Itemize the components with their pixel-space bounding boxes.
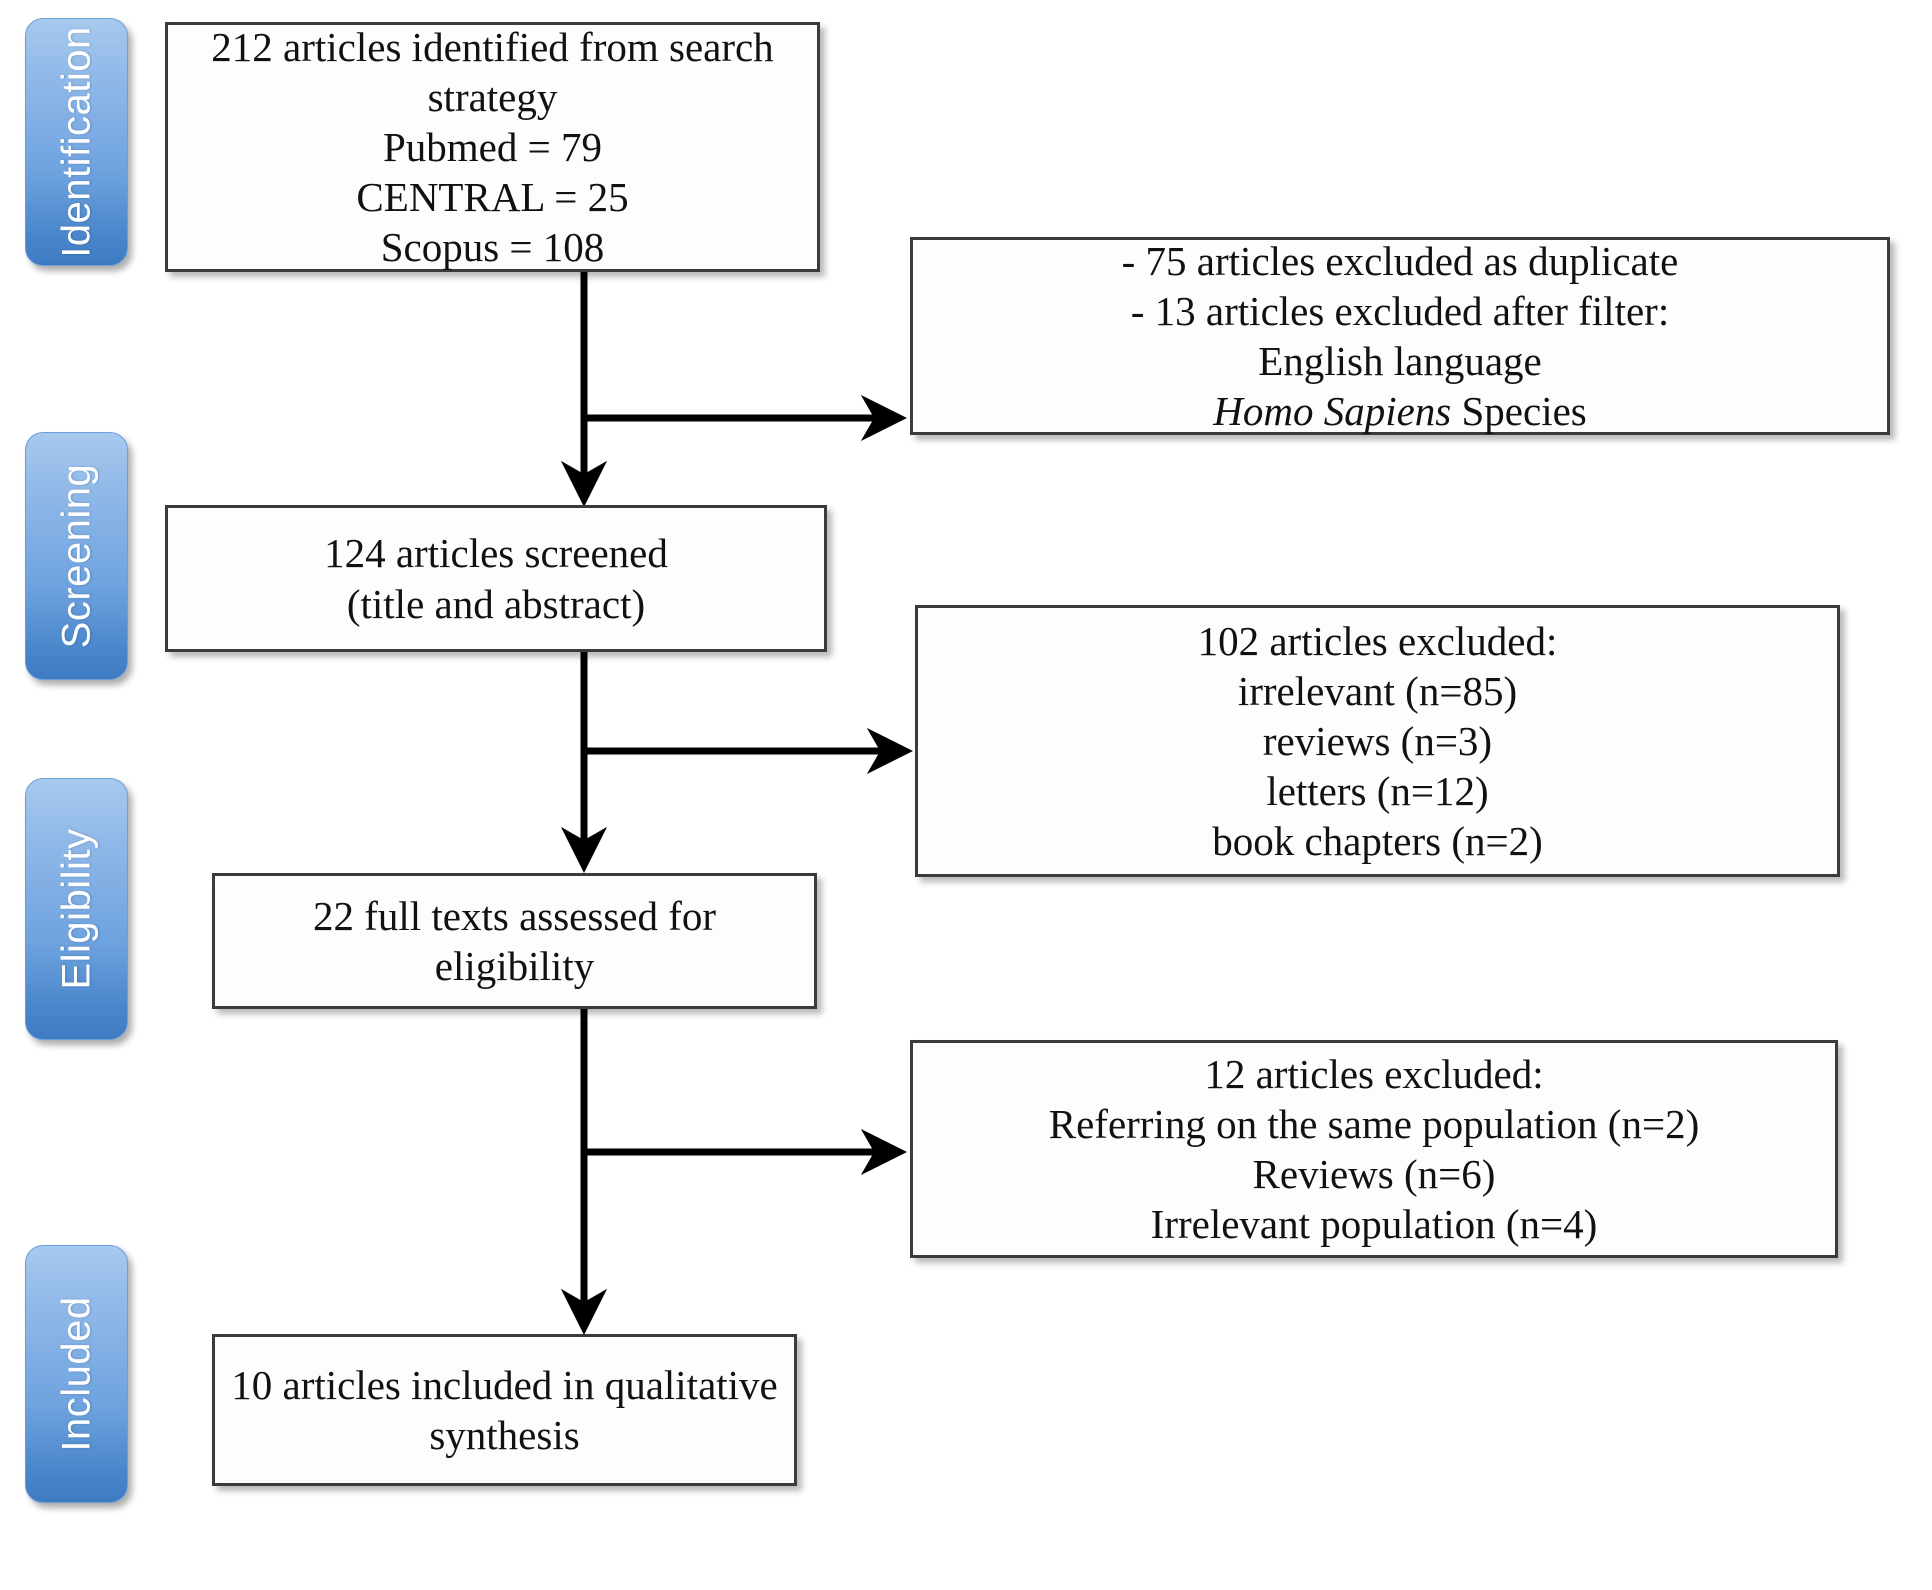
exclusion-line: Referring on the same population (n=2): [1048, 1100, 1700, 1147]
exclusion-box-duplicates-filter-text: - 75 articles excluded as duplicate - 13…: [913, 232, 1887, 440]
exclusion-line: - 13 articles excluded after filter:: [1130, 287, 1670, 334]
exclusion-line: - 75 articles excluded as duplicate: [1121, 237, 1679, 284]
stage-tab-identification: Identification: [25, 18, 128, 266]
stage-label-included: Included: [54, 1296, 98, 1452]
stage-tab-screening: Screening: [25, 432, 128, 680]
flow-box-included: 10 articles included in qualitative synt…: [212, 1334, 797, 1486]
flow-line: synthesis: [429, 1412, 580, 1458]
exclusion-line: Irrelevant population (n=4): [1150, 1201, 1598, 1248]
exclusion-line-species: Homo Sapiens Species: [927, 386, 1873, 436]
stage-label-identification: Identification: [54, 26, 98, 258]
exclusion-line: Reviews (n=6): [1252, 1151, 1496, 1197]
flow-line: CENTRAL = 25: [356, 174, 629, 221]
flow-line: 10 articles included in qualitative: [231, 1361, 778, 1408]
flow-box-included-text: 10 articles included in qualitative synt…: [215, 1356, 794, 1464]
flow-line: strategy: [427, 73, 558, 120]
exclusion-line: 102 articles excluded:: [1197, 617, 1558, 664]
exclusion-line: reviews (n=3): [1262, 717, 1493, 764]
exclusion-box-screening: 102 articles excluded: irrelevant (n=85)…: [915, 605, 1840, 877]
flow-line: 212 articles identified from search: [211, 23, 774, 70]
stage-label-screening: Screening: [54, 463, 98, 649]
flow-line: 22 full texts assessed for eligibility: [312, 892, 717, 989]
flow-line: Pubmed = 79: [382, 124, 602, 170]
flow-box-identified-text: 212 articles identified from search stra…: [168, 18, 817, 276]
stage-tab-included: Included: [25, 1245, 128, 1503]
species-tail: Species: [1451, 388, 1587, 435]
exclusion-box-eligibility-text: 12 articles excluded: Referring on the s…: [913, 1045, 1835, 1253]
species-italic: Homo Sapiens: [1213, 388, 1452, 435]
flow-box-full-texts-text: 22 full texts assessed for eligibility: [215, 887, 814, 995]
exclusion-line: 12 articles excluded:: [1204, 1050, 1544, 1097]
flow-box-screened-text: 124 articles screened (title and abstrac…: [168, 524, 824, 632]
exclusion-line: irrelevant (n=85): [1237, 667, 1518, 714]
exclusion-line: letters (n=12): [1266, 768, 1489, 814]
exclusion-box-eligibility: 12 articles excluded: Referring on the s…: [910, 1040, 1838, 1258]
exclusion-box-duplicates-filter: - 75 articles excluded as duplicate - 13…: [910, 237, 1890, 435]
flow-box-full-texts: 22 full texts assessed for eligibility: [212, 873, 817, 1009]
flow-box-identified: 212 articles identified from search stra…: [165, 22, 820, 272]
flow-line: Scopus = 108: [380, 224, 605, 271]
flow-line: (title and abstract): [346, 580, 646, 627]
exclusion-box-screening-text: 102 articles excluded: irrelevant (n=85)…: [918, 612, 1837, 870]
stage-label-eligibility: Eligibility: [54, 828, 98, 990]
flow-box-screened: 124 articles screened (title and abstrac…: [165, 505, 827, 652]
exclusion-line: English language: [1258, 338, 1542, 384]
exclusion-line: book chapters (n=2): [1212, 818, 1543, 865]
flow-line: 124 articles screened: [324, 530, 668, 577]
stage-tab-eligibility: Eligibility: [25, 778, 128, 1040]
